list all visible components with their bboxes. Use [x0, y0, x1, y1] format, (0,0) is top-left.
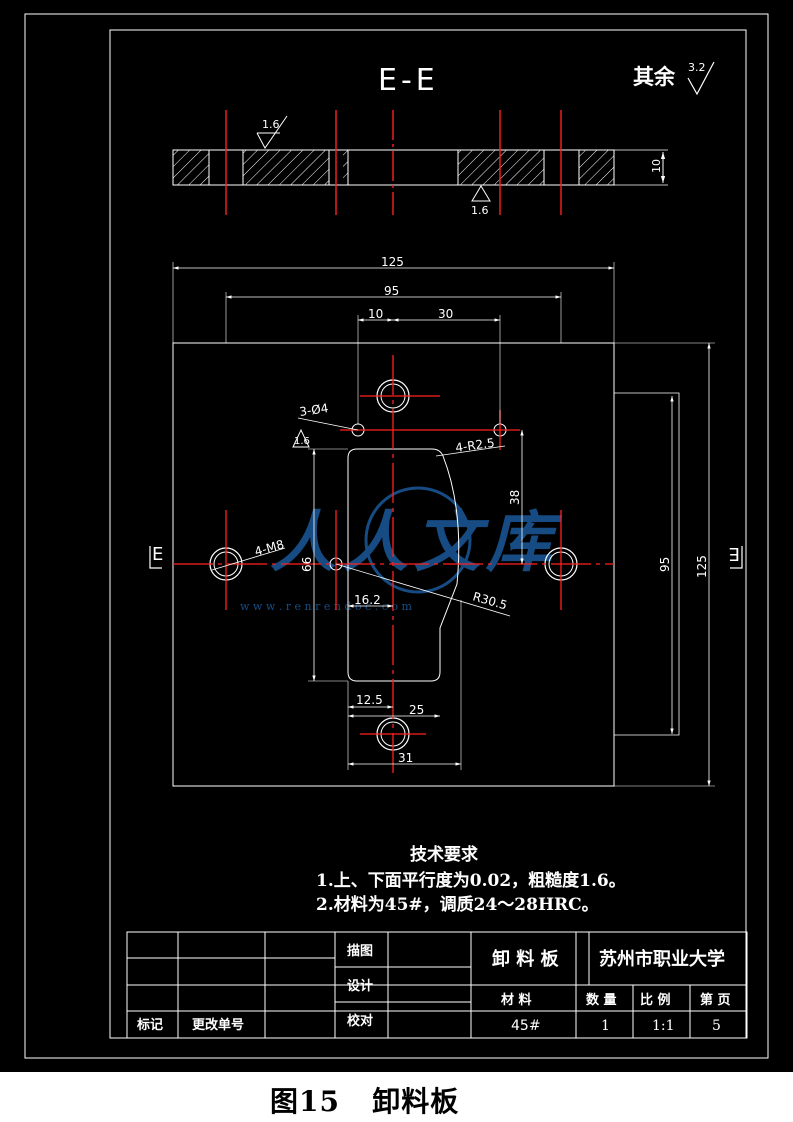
watermark: 人人文库 w w w . r e n r e n d o c . c o m [240, 486, 563, 613]
roughness-note-text: 其余 [633, 64, 676, 89]
tb-design-label: 设计 [347, 978, 373, 994]
requirement-1: 1.上、下面平行度为0.02，粗糙度1.6。 [316, 870, 626, 891]
dim-overall-width: 125 [381, 255, 404, 269]
tb-material-label: 材 料 [501, 992, 532, 1008]
tb-mark-label: 标记 [136, 1017, 163, 1033]
plan-view [149, 262, 743, 787]
section-mark-right: E [729, 543, 740, 564]
title-block [126, 931, 748, 1039]
requirement-2: 2.材料为45#，调质24～28HRC。 [316, 894, 599, 915]
tb-material-value: 45# [511, 1018, 541, 1034]
cad-drawing: 人人文库 w w w . r e n r e n d o c . c o m E… [24, 13, 769, 1059]
section-roughness-top: 1.6 [262, 118, 280, 131]
section-title: E-E [378, 63, 439, 98]
dim-66: 66 [300, 557, 314, 572]
tb-page-label: 第 页 [700, 992, 731, 1008]
thickness-dim: 10 [650, 159, 663, 173]
tb-quantity-label: 数 量 [586, 992, 617, 1008]
requirements-title: 技术要求 [410, 844, 478, 865]
dim-inner-height: 95 [658, 557, 672, 572]
outer-frame [24, 13, 769, 1059]
tb-part-name: 卸 料 板 [492, 948, 560, 970]
tb-drawn-label: 描图 [347, 943, 373, 959]
dim-overall-height: 125 [695, 555, 709, 578]
tb-school: 苏州市职业大学 [599, 948, 725, 970]
dim-31: 31 [398, 751, 413, 765]
dim-12-5: 12.5 [356, 693, 383, 707]
tb-change-label: 更改单号 [192, 1017, 244, 1033]
dim-16-2: 16.2 [354, 593, 381, 607]
tb-check-label: 校对 [347, 1013, 373, 1029]
section-mark-left: E [152, 544, 163, 565]
dim-25: 25 [409, 703, 424, 717]
caption-area [0, 1074, 793, 1122]
callout-arc-radius: R30.5 [471, 589, 509, 612]
tb-quantity-value: 1 [601, 1018, 610, 1034]
dim-hole-span: 95 [384, 284, 399, 298]
roughness-note-value: 3.2 [688, 61, 706, 74]
watermark-url: w w w . r e n r e n d o c . c o m [240, 600, 412, 613]
section-roughness-bottom: 1.6 [471, 204, 489, 217]
figure-caption: 图15 卸料板 [270, 1085, 460, 1118]
callout-corner-radius: 4-R2.5 [454, 436, 495, 455]
watermark-text: 人人文库 [270, 503, 563, 581]
callout-small-holes-roughness: 1.6 [294, 436, 310, 447]
section-view [172, 110, 668, 215]
tb-page-value: 5 [712, 1018, 721, 1034]
tb-scale-label: 比 例 [640, 992, 671, 1008]
dim-offset-10: 10 [368, 307, 383, 321]
dim-offset-30: 30 [438, 307, 453, 321]
tb-scale-value: 1:1 [652, 1018, 675, 1034]
callout-small-holes: 3-Ø4 [298, 401, 329, 419]
drawing-sheet: 人人文库 w w w . r e n r e n d o c . c o m E… [0, 0, 793, 1072]
dim-38: 38 [508, 490, 522, 505]
roughness-symbol [687, 61, 715, 96]
